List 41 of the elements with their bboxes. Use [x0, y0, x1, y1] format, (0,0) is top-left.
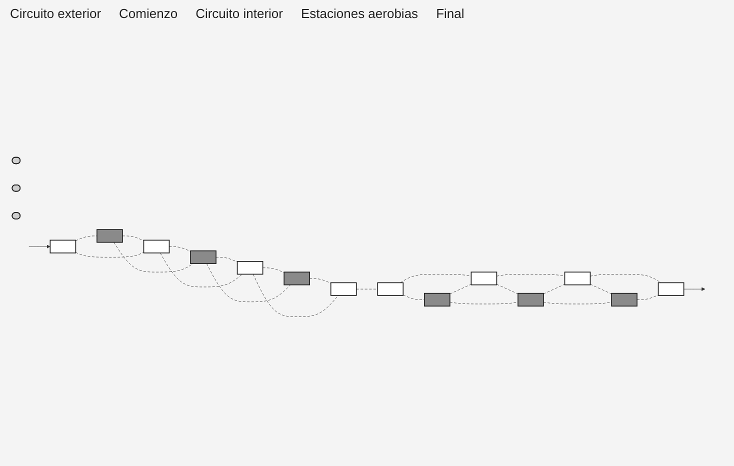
connector: [262, 268, 284, 273]
node-box: [518, 292, 544, 307]
connector: [543, 284, 565, 294]
text-label: Estaciones aerobias: [300, 6, 418, 21]
connector: [252, 274, 338, 317]
node-box: [470, 272, 498, 286]
node-box: [143, 240, 170, 254]
node-box: [658, 282, 684, 296]
node-box: [564, 272, 591, 286]
text-label: Final: [436, 6, 464, 21]
connector: [400, 274, 472, 283]
node-box: [50, 240, 76, 254]
connector: [590, 284, 612, 294]
connector: [496, 284, 518, 294]
connector: [216, 256, 238, 262]
connector: [636, 294, 659, 300]
connector: [122, 236, 144, 241]
connector: [169, 246, 191, 252]
connector: [75, 236, 98, 241]
node-box: [236, 261, 264, 275]
connector: [496, 274, 565, 276]
node-box: [284, 272, 310, 286]
connector: [543, 302, 612, 304]
connector: [402, 294, 425, 300]
connector: [206, 263, 291, 302]
connector: [160, 252, 242, 288]
node-box: [330, 282, 357, 296]
connector: [590, 274, 662, 283]
node-box: [190, 250, 216, 264]
connector: [356, 288, 378, 290]
text-label: Circuito exterior: [10, 6, 102, 21]
connector: [309, 278, 332, 284]
node-box: [611, 292, 638, 307]
node-box: [96, 229, 123, 243]
node-box: [377, 282, 404, 296]
connector: [114, 242, 194, 272]
connector: [450, 284, 472, 294]
connector: [450, 302, 518, 304]
text-label: Comienzo: [119, 6, 178, 21]
node-box: [424, 292, 450, 307]
text-label: Circuito interior: [196, 6, 283, 21]
